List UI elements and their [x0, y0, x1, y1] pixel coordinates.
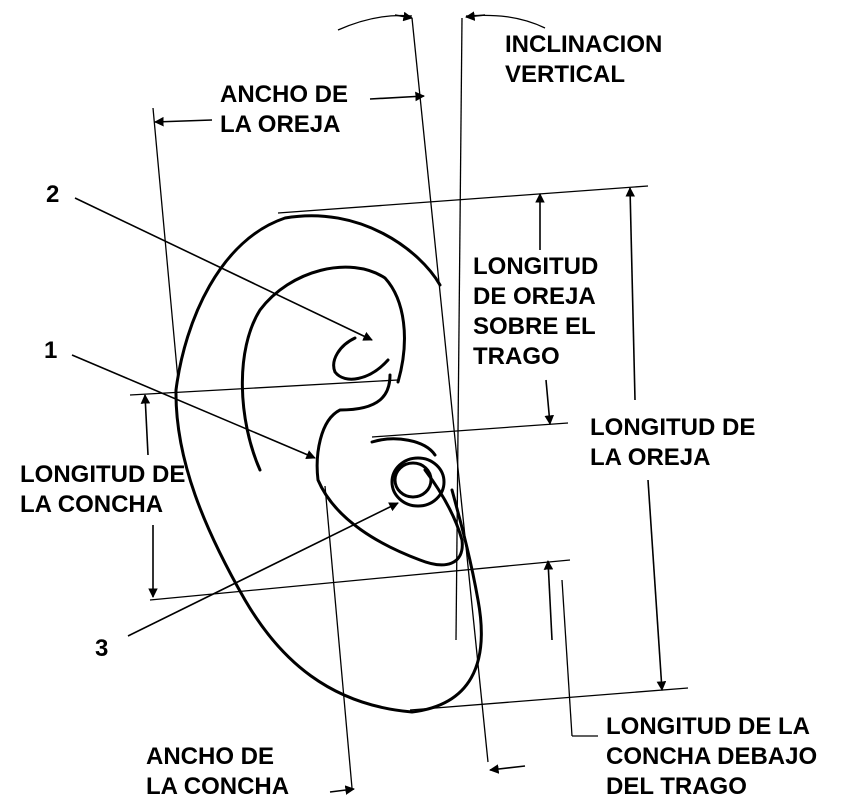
concha-width-label-line-1: ANCHO DE: [146, 743, 275, 770]
ear-length-label: LONGITUD DE LA OREJA: [590, 413, 755, 473]
length-above-tragus-label: LONGITUD DE OREJA SOBRE EL TRAGO: [473, 252, 598, 372]
length-above-tragus-line-3: SOBRE EL: [473, 313, 596, 340]
ear-inner-fold: [332, 336, 390, 381]
length-below-tragus-line-1: LONGITUD DE LA: [606, 713, 810, 740]
inclination-arrow-left: [394, 11, 413, 22]
ear-width-arrow-left: [154, 116, 213, 127]
marker-2-leader: [74, 197, 373, 341]
inclination-arc-left: [337, 14, 413, 31]
concha-length-label: LONGITUD DE LA CONCHA: [20, 460, 185, 520]
ear-tragus-fold: [370, 437, 437, 457]
ear-width-left-extension: [152, 107, 179, 381]
vertical-reference-line: [455, 17, 463, 641]
marker-1: 1: [44, 337, 58, 364]
length-above-tragus-line-2: DE OREJA: [473, 283, 596, 310]
length-below-tragus-label: LONGITUD DE LA CONCHA DEBAJO DEL TRAGO: [606, 712, 817, 802]
concha-bottom-line: [149, 559, 571, 601]
length-below-tragus-line-2: CONCHA DEBAJO: [606, 743, 818, 770]
trago-line: [371, 422, 569, 438]
concha-width-label: ANCHO DE LA CONCHA: [146, 742, 289, 802]
tilt-bottom-arrow: [489, 764, 526, 774]
below-trago-arrow-up: [543, 560, 554, 641]
ear-width-label-line-1: ANCHO DE: [220, 81, 349, 108]
length-above-tragus-line-4: TRAGO: [473, 343, 560, 370]
ear-concha-outline: [315, 373, 464, 567]
ear-helix-outline: [174, 214, 483, 714]
concha-length-arrow-up: [140, 394, 151, 456]
length-below-tragus-line-3: DEL TRAGO: [606, 773, 747, 800]
ear-canal-inner: [393, 461, 433, 499]
ear-antihelix: [240, 265, 406, 472]
length-above-tragus-line-1: LONGITUD: [473, 253, 599, 280]
ear-top-line: [277, 185, 649, 214]
ear-length-label-line-1: LONGITUD DE: [590, 414, 756, 441]
marker-3-leader: [127, 502, 399, 637]
marker-1-leader: [71, 354, 316, 460]
above-trago-arrow-down: [544, 379, 554, 425]
concha-width-left-extension: [324, 485, 353, 789]
concha-length-label-line-1: LONGITUD DE: [20, 461, 186, 488]
ear-width-label-line-2: LA OREJA: [220, 111, 341, 138]
marker-2: 2: [46, 181, 60, 208]
inclination-arrow-right: [465, 11, 486, 21]
ear-length-arrow-up: [625, 187, 636, 401]
ear-width-arrow-right: [369, 91, 425, 102]
concha-length-label-line-2: LA CONCHA: [20, 491, 164, 518]
inclination-arc-right: [465, 14, 546, 29]
ear-tilt-axis-line: [411, 17, 489, 763]
inclination-label: INCLINACION VERTICAL: [505, 30, 662, 90]
concha-width-label-line-2: LA CONCHA: [146, 773, 290, 800]
inclination-label-line-1: INCLINACION: [505, 31, 663, 58]
inclination-label-line-2: VERTICAL: [505, 61, 625, 88]
ear-width-label: ANCHO DE LA OREJA: [220, 80, 348, 140]
ear-canal: [390, 456, 446, 508]
ear-length-arrow-down: [647, 479, 667, 691]
ear-bottom-line: [409, 687, 689, 711]
ancho-concha-arrow: [329, 785, 355, 795]
concha-top-line: [129, 379, 399, 396]
below-trago-leader: [561, 579, 573, 737]
marker-3: 3: [95, 635, 109, 662]
ear-length-label-line-2: LA OREJA: [590, 444, 711, 471]
